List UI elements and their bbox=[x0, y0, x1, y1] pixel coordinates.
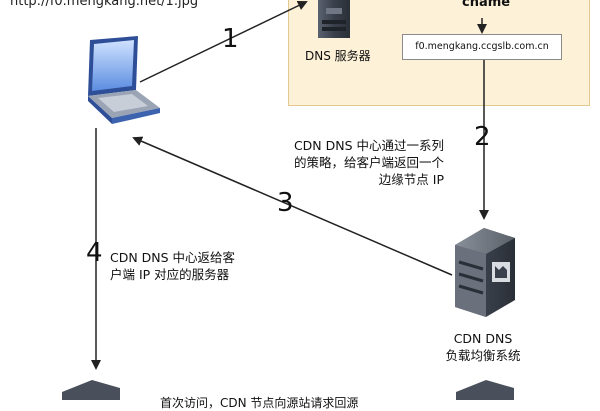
step-4-description-line: CDN DNS 中心返给客 bbox=[110, 250, 236, 265]
step-2-description-line: CDN DNS 中心通过一系列 bbox=[293, 138, 444, 153]
step-2-description-line: 的策略，给客户端返回一个 bbox=[293, 155, 444, 170]
load-balancer-label-line2: 负载均衡系统 bbox=[445, 348, 521, 363]
step-2-description: CDN DNS 中心通过一系列 的策略，给客户端返回一个 边缘节点 IP bbox=[272, 137, 444, 188]
step-2-number: 2 bbox=[474, 122, 491, 152]
step-4-number: 4 bbox=[86, 238, 103, 268]
arrow-step-3 bbox=[132, 136, 453, 276]
dns-server-icon bbox=[318, 0, 350, 38]
load-balancer-label-line1: CDN DNS bbox=[453, 331, 513, 346]
dns-server-label: DNS 服务器 bbox=[305, 49, 371, 63]
cname-label: cname bbox=[462, 0, 511, 10]
step-1-number: 1 bbox=[222, 24, 239, 54]
step-4-description-line: 户端 IP 对应的服务器 bbox=[110, 267, 230, 282]
diagram-canvas bbox=[62, 0, 515, 400]
edge-server-icon bbox=[62, 380, 120, 400]
laptop-icon bbox=[88, 36, 160, 124]
load-balancer-server-icon bbox=[455, 228, 515, 317]
step-3-number: 3 bbox=[277, 188, 294, 218]
load-balancer-label: CDN DNS 负载均衡系统 bbox=[428, 330, 538, 364]
arrow-step-1 bbox=[139, 0, 308, 83]
step-2-description-line: 边缘节点 IP bbox=[378, 172, 444, 187]
bottom-caption: 首次访问，CDN 节点向源站请求回源 bbox=[160, 396, 359, 410]
request-url: http://f0.mengkang.net/1.jpg bbox=[10, 0, 199, 9]
origin-server-icon bbox=[456, 380, 514, 400]
step-4-description: CDN DNS 中心返给客 户端 IP 对应的服务器 bbox=[110, 249, 280, 283]
cname-value-box: f0.mengkang.ccgslb.com.cn bbox=[402, 34, 562, 60]
